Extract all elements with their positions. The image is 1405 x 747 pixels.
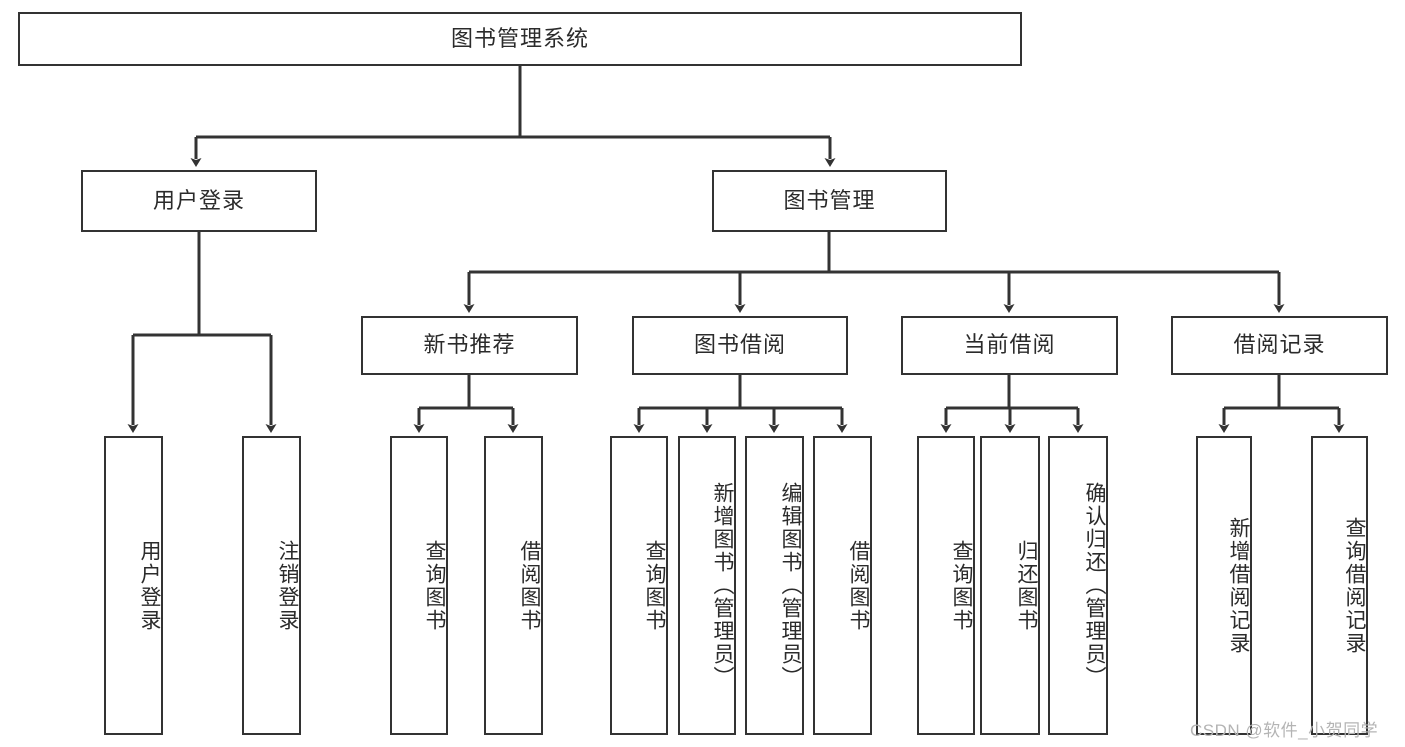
- node-leaf-return-book-label: 归还图书: [1015, 539, 1038, 632]
- csdn-watermark: CSDN @软件_小贺同学: [1190, 721, 1379, 740]
- node-leaf-query-book-2[interactable]: 查询图书: [610, 436, 668, 735]
- node-leaf-logout-label: 注销登录: [276, 539, 299, 632]
- node-borrow-record[interactable]: 借阅记录: [1171, 316, 1388, 375]
- node-current-borrow-label: 当前借阅: [963, 332, 1056, 358]
- node-book-manage[interactable]: 图书管理: [712, 170, 947, 232]
- node-user-login[interactable]: 用户登录: [81, 170, 317, 232]
- node-book-borrow[interactable]: 图书借阅: [632, 316, 848, 375]
- node-leaf-borrow-book-1[interactable]: 借阅图书: [484, 436, 543, 735]
- node-book-borrow-label: 图书借阅: [693, 332, 786, 358]
- node-leaf-query-book-3-label: 查询图书: [950, 539, 973, 632]
- node-leaf-edit-book[interactable]: 编辑图书（管理员）: [745, 436, 804, 735]
- node-leaf-query-book-1-label: 查询图书: [423, 539, 446, 632]
- node-leaf-query-book-2-label: 查询图书: [643, 539, 666, 632]
- node-leaf-add-book[interactable]: 新增图书（管理员）: [678, 436, 736, 735]
- node-leaf-user-login-label: 用户登录: [138, 539, 161, 632]
- node-leaf-query-book-3[interactable]: 查询图书: [917, 436, 975, 735]
- node-leaf-confirm-return[interactable]: 确认归还（管理员）: [1048, 436, 1108, 735]
- node-current-borrow[interactable]: 当前借阅: [901, 316, 1118, 375]
- node-leaf-user-login[interactable]: 用户登录: [104, 436, 163, 735]
- node-leaf-query-record[interactable]: 查询借阅记录: [1311, 436, 1368, 735]
- node-leaf-query-record-label: 查询借阅记录: [1343, 516, 1366, 655]
- node-leaf-borrow-book-2-label: 借阅图书: [847, 539, 870, 632]
- node-leaf-add-book-label: 新增图书（管理员）: [711, 482, 734, 689]
- node-new-book-rec-label: 新书推荐: [423, 332, 516, 358]
- node-leaf-borrow-book-2[interactable]: 借阅图书: [813, 436, 872, 735]
- node-leaf-add-record[interactable]: 新增借阅记录: [1196, 436, 1252, 735]
- node-leaf-logout[interactable]: 注销登录: [242, 436, 301, 735]
- node-leaf-confirm-return-label: 确认归还（管理员）: [1083, 482, 1106, 689]
- node-leaf-return-book[interactable]: 归还图书: [980, 436, 1040, 735]
- node-leaf-edit-book-label: 编辑图书（管理员）: [779, 482, 802, 689]
- node-leaf-add-record-label: 新增借阅记录: [1227, 516, 1250, 655]
- node-user-login-label: 用户登录: [152, 187, 245, 213]
- node-leaf-query-book-1[interactable]: 查询图书: [390, 436, 448, 735]
- node-book-manage-label: 图书管理: [783, 187, 876, 213]
- node-leaf-borrow-book-1-label: 借阅图书: [518, 539, 541, 632]
- node-new-book-rec[interactable]: 新书推荐: [361, 316, 578, 375]
- node-root-label: 图书管理系统: [450, 25, 589, 51]
- node-root[interactable]: 图书管理系统: [18, 12, 1022, 66]
- node-borrow-record-label: 借阅记录: [1233, 332, 1326, 358]
